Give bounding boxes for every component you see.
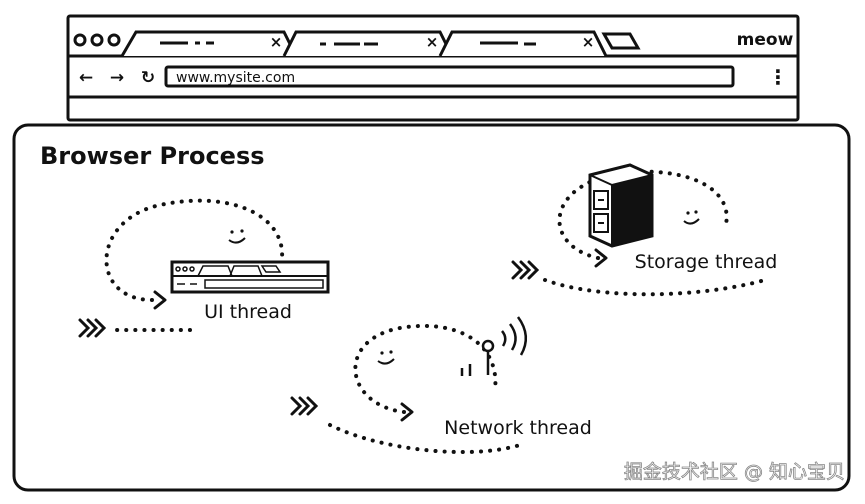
brand-label: meow xyxy=(737,30,794,50)
process-title: Browser Process xyxy=(40,142,265,170)
browser-toolbar: ← → ↻ www.mysite.com ⋮ xyxy=(79,65,788,89)
storage-thread-arrowhead-icon xyxy=(594,248,608,268)
browser-window: × × × meow ← → ↻ www.mysite.com ⋮ xyxy=(66,14,800,122)
tab-close-icon[interactable]: × xyxy=(270,33,283,51)
window-button-icon[interactable] xyxy=(73,33,87,47)
ui-thread-chevrons-icon xyxy=(78,318,107,338)
window-button-icon[interactable] xyxy=(107,33,121,47)
file-cabinet-icon xyxy=(588,163,654,248)
network-thread-label: Network thread xyxy=(444,417,592,439)
tab-strip: × × × xyxy=(120,30,641,57)
ui-thread-loop xyxy=(104,198,285,302)
ui-thread-group: UI thread xyxy=(78,198,330,338)
storage-thread-tail xyxy=(543,278,767,297)
storage-thread-group: Storage thread xyxy=(511,163,778,297)
network-thread-arrowhead-icon xyxy=(400,402,414,422)
window-button-icon[interactable] xyxy=(90,33,104,47)
storage-thread-chevrons-icon xyxy=(511,260,540,280)
window-buttons xyxy=(73,33,121,47)
ui-thread-arrowhead-icon xyxy=(153,290,167,310)
network-thread-chevrons-icon xyxy=(290,396,319,416)
smiley-face-icon xyxy=(683,210,700,225)
antenna-signal-icon xyxy=(460,316,527,376)
storage-thread-label: Storage thread xyxy=(635,251,778,273)
watermark: 掘金技术社区 @ 知心宝贝 xyxy=(624,461,845,483)
browser-process-box xyxy=(12,123,851,492)
address-bar[interactable] xyxy=(164,65,735,88)
url-text: www.mysite.com xyxy=(176,70,295,86)
back-arrow-icon[interactable]: ← xyxy=(79,68,93,88)
network-thread-loop xyxy=(353,323,498,414)
mini-browser-icon xyxy=(170,260,330,294)
tab-close-icon[interactable]: × xyxy=(426,33,439,51)
tab[interactable] xyxy=(438,30,608,57)
forward-arrow-icon[interactable]: → xyxy=(110,68,124,88)
smiley-face-icon xyxy=(377,350,395,365)
smiley-face-icon xyxy=(228,229,246,244)
reload-icon[interactable]: ↻ xyxy=(141,68,155,88)
network-thread-group: Network thread xyxy=(290,316,592,455)
tab-close-icon[interactable]: × xyxy=(582,33,595,51)
network-thread-tail xyxy=(328,423,522,455)
menu-icon[interactable]: ⋮ xyxy=(768,65,788,89)
new-tab-button[interactable] xyxy=(601,32,641,50)
ui-thread-label: UI thread xyxy=(204,301,292,323)
